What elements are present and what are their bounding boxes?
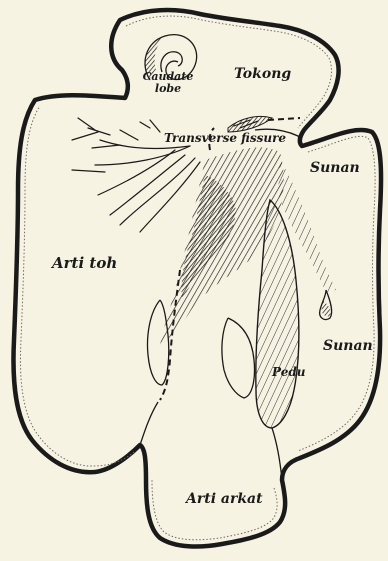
label-transverse-fissure: Transverse fissure [164,131,286,145]
label-lobe: lobe [155,82,181,95]
label-pedu: Pedu [271,365,306,379]
label-sunan-upper: Sunan [310,160,360,176]
label-arti-toh: Arti toh [50,254,117,272]
label-tokong: Tokong [234,66,291,82]
label-sunan-lower: Sunan [323,338,373,354]
label-arti-arkat: Arti arkat [184,491,263,507]
